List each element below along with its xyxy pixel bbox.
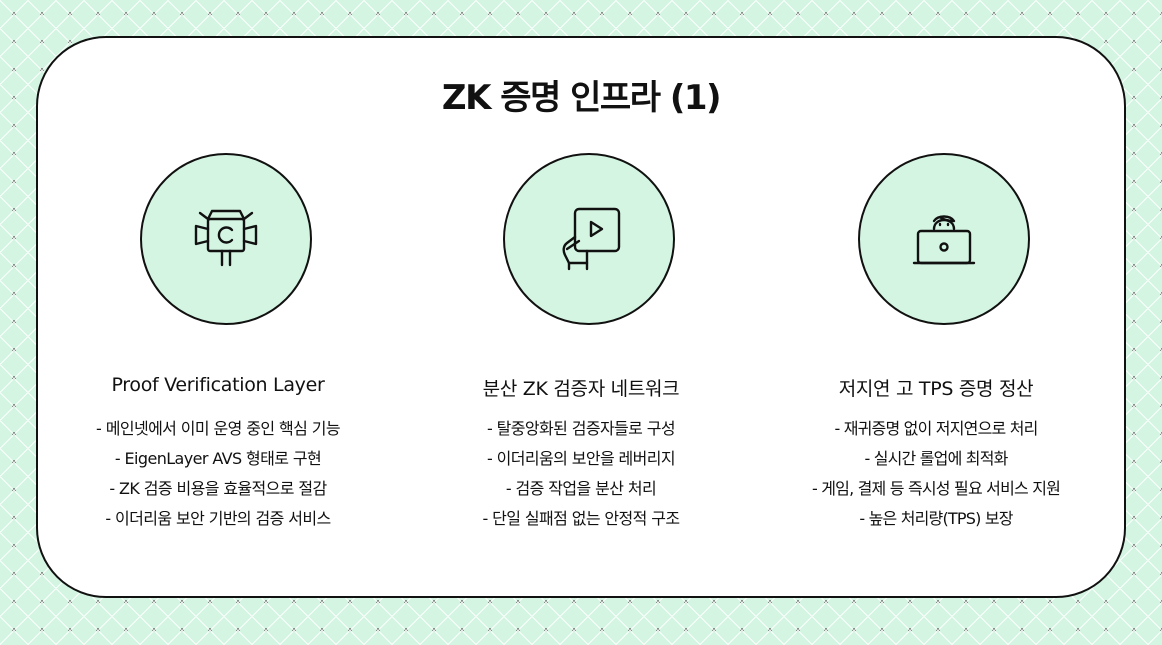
film-camera-light-icon — [194, 209, 258, 267]
feature-heading: 저지연 고 TPS 증명 정산 — [838, 378, 1034, 400]
page-title: ZK 증명 인프라 (1) — [441, 78, 722, 118]
list-item: - EigenLayer AVS 형태로 구현 — [114, 449, 322, 468]
feature-column-low-latency: 저지연 고 TPS 증명 정산 - 재귀증명 없이 저지연으로 처리 - 실시간… — [756, 38, 1116, 596]
list-item: - 높은 처리량(TPS) 보장 — [859, 509, 1013, 528]
feature-bullet-list: - 메인넷에서 이미 운영 중인 핵심 기능 - EigenLayer AVS … — [38, 414, 398, 534]
icon-circle — [140, 153, 312, 325]
list-item: - 이더리움의 보안을 레버리지 — [486, 449, 676, 468]
list-item: - ZK 검증 비용을 효율적으로 절감 — [109, 479, 327, 498]
feature-heading: 분산 ZK 검증자 네트워크 — [482, 378, 680, 400]
icon-circle — [503, 153, 675, 325]
feature-column-proof-verification: Proof Verification Layer - 메인넷에서 이미 운영 중… — [38, 38, 398, 596]
list-item: - 실시간 롤업에 최적화 — [864, 449, 1008, 468]
list-item: - 메인넷에서 이미 운영 중인 핵심 기능 — [96, 419, 340, 438]
content-card: ZK 증명 인프라 (1) Proof Verification Layer -… — [36, 36, 1126, 598]
person-laptop-icon — [912, 215, 976, 265]
feature-column-zk-network: 분산 ZK 검증자 네트워크 - 탈중앙화된 검증자들로 구성 - 이더리움의 … — [401, 38, 761, 596]
feature-heading: Proof Verification Layer — [111, 374, 325, 396]
list-item: - 검증 작업을 분산 처리 — [505, 479, 657, 498]
list-item: - 게임, 결제 등 즉시성 필요 서비스 지원 — [811, 479, 1061, 498]
list-item: - 단일 실패점 없는 안정적 구조 — [482, 509, 680, 528]
icon-circle — [858, 153, 1030, 325]
hand-tablet-play-icon — [562, 207, 621, 271]
feature-bullet-list: - 탈중앙화된 검증자들로 구성 - 이더리움의 보안을 레버리지 - 검증 작… — [401, 414, 761, 534]
feature-bullet-list: - 재귀증명 없이 저지연으로 처리 - 실시간 롤업에 최적화 - 게임, 결… — [756, 414, 1116, 534]
list-item: - 탈중앙화된 검증자들로 구성 — [486, 419, 676, 438]
list-item: - 이더리움 보안 기반의 검증 서비스 — [105, 509, 331, 528]
list-item: - 재귀증명 없이 저지연으로 처리 — [834, 419, 1038, 438]
